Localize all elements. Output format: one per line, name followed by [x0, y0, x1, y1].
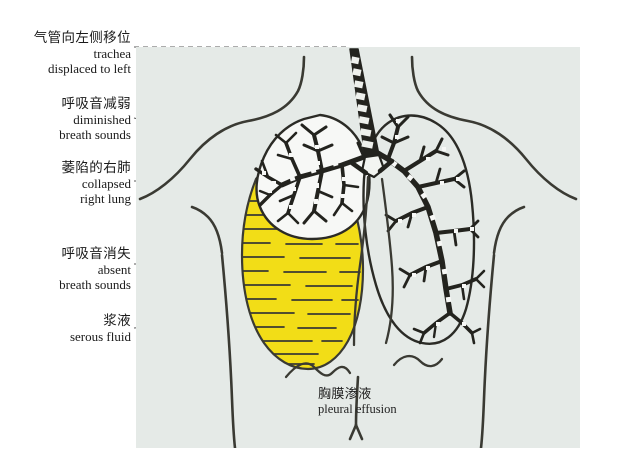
figure-caption-cn: 胸膜渗液 — [318, 386, 372, 401]
annotation-trachea-en-line2: displaced to left — [47, 60, 131, 76]
mediastinum-heart — [284, 175, 444, 379]
tracheal-cartilage-rings — [350, 56, 374, 149]
annotation-absent-breath-sounds-cn: 呼吸音消失 — [61, 246, 131, 261]
annotation-diminished-breath-sounds-en-line1: diminished — [73, 111, 131, 127]
left-bronchial-cartilage — [390, 119, 474, 326]
annotation-serous-fluid-cn: 浆液 — [103, 313, 131, 328]
figure-caption-en: pleural effusion — [318, 401, 397, 416]
left-bronchial-tree — [371, 113, 486, 345]
annotation-absent-breath-sounds: 呼吸音消失 absent breath sounds — [0, 246, 131, 292]
annotation-absent-breath-sounds-en-line1: absent — [97, 261, 131, 277]
annotation-serous-fluid-en-line1: serous fluid — [69, 328, 131, 344]
annotation-diminished-breath-sounds: 呼吸音减弱 diminished breath sounds — [0, 96, 131, 142]
figure-caption: 胸膜渗液 pleural effusion — [318, 386, 397, 417]
right-bronchial-cartilage — [262, 145, 346, 209]
annotation-diminished-breath-sounds-en-line2: breath sounds — [59, 126, 131, 142]
collapsed-right-lung — [254, 113, 371, 241]
annotation-collapsed-right-lung-en-line1: collapsed — [81, 175, 131, 191]
illustration-panel: 胸膜渗液 pleural effusion — [136, 47, 580, 448]
torso-outline — [138, 55, 578, 448]
annotation-trachea: 气管向左侧移位 trachea displaced to left — [0, 30, 131, 76]
annotation-serous-fluid: 浆液 serous fluid — [0, 313, 131, 344]
annotation-trachea-en-line1: trachea — [93, 45, 131, 61]
annotation-collapsed-right-lung: 萎陷的右肺 collapsed right lung — [0, 160, 132, 206]
chest-illustration — [138, 48, 578, 448]
annotation-diminished-breath-sounds-cn: 呼吸音减弱 — [61, 96, 131, 111]
annotation-absent-breath-sounds-en-line2: breath sounds — [59, 276, 131, 292]
trachea — [349, 48, 395, 179]
annotation-trachea-cn: 气管向左侧移位 — [33, 30, 131, 45]
annotation-collapsed-right-lung-cn: 萎陷的右肺 — [61, 160, 131, 175]
left-lung — [362, 113, 486, 345]
annotation-collapsed-right-lung-en-line2: right lung — [80, 190, 131, 206]
